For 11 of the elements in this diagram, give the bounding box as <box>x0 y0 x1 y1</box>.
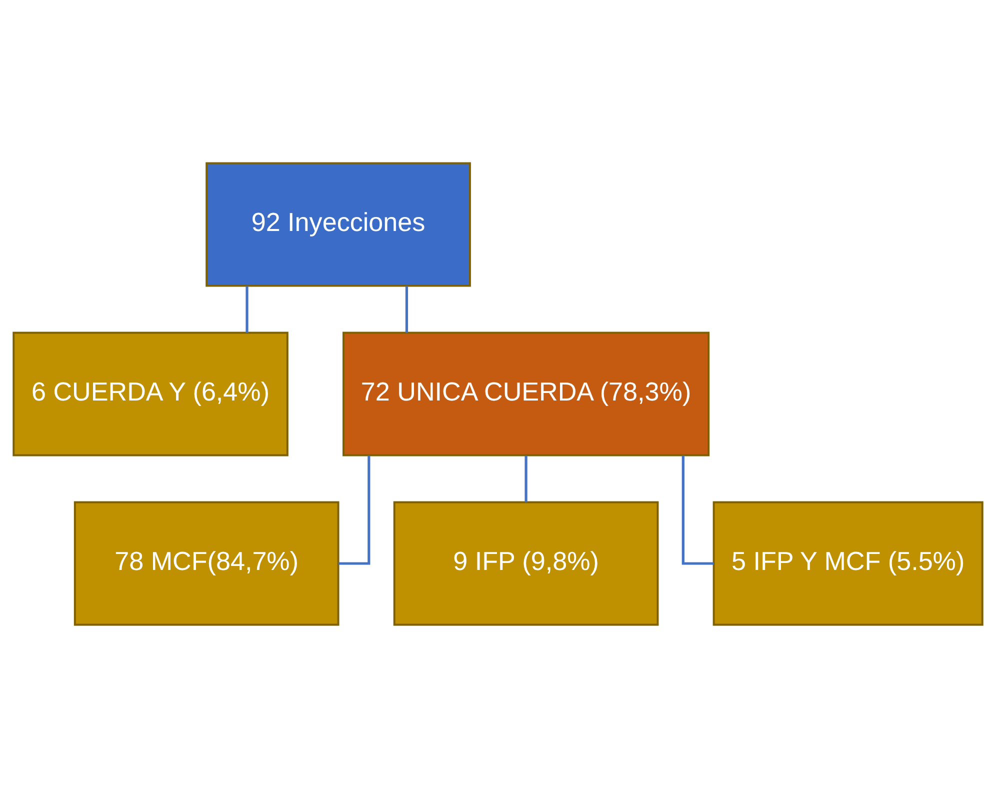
node-box: 92 Inyecciones <box>206 162 471 286</box>
connector <box>246 286 248 332</box>
node-box: 6 CUERDA Y (6,4%) <box>12 331 288 456</box>
node-box: 5 IFP Y MCF (5.5%) <box>712 500 984 626</box>
connector <box>682 455 714 564</box>
connector <box>405 286 408 332</box>
node-box: 72 UNICA CUERDA (78,3%) <box>342 331 710 456</box>
node-box: 78 MCF(84,7%) <box>74 500 340 626</box>
connector <box>524 455 528 502</box>
node-box: 9 IFP (9,8%) <box>393 500 659 626</box>
connector <box>338 455 370 564</box>
